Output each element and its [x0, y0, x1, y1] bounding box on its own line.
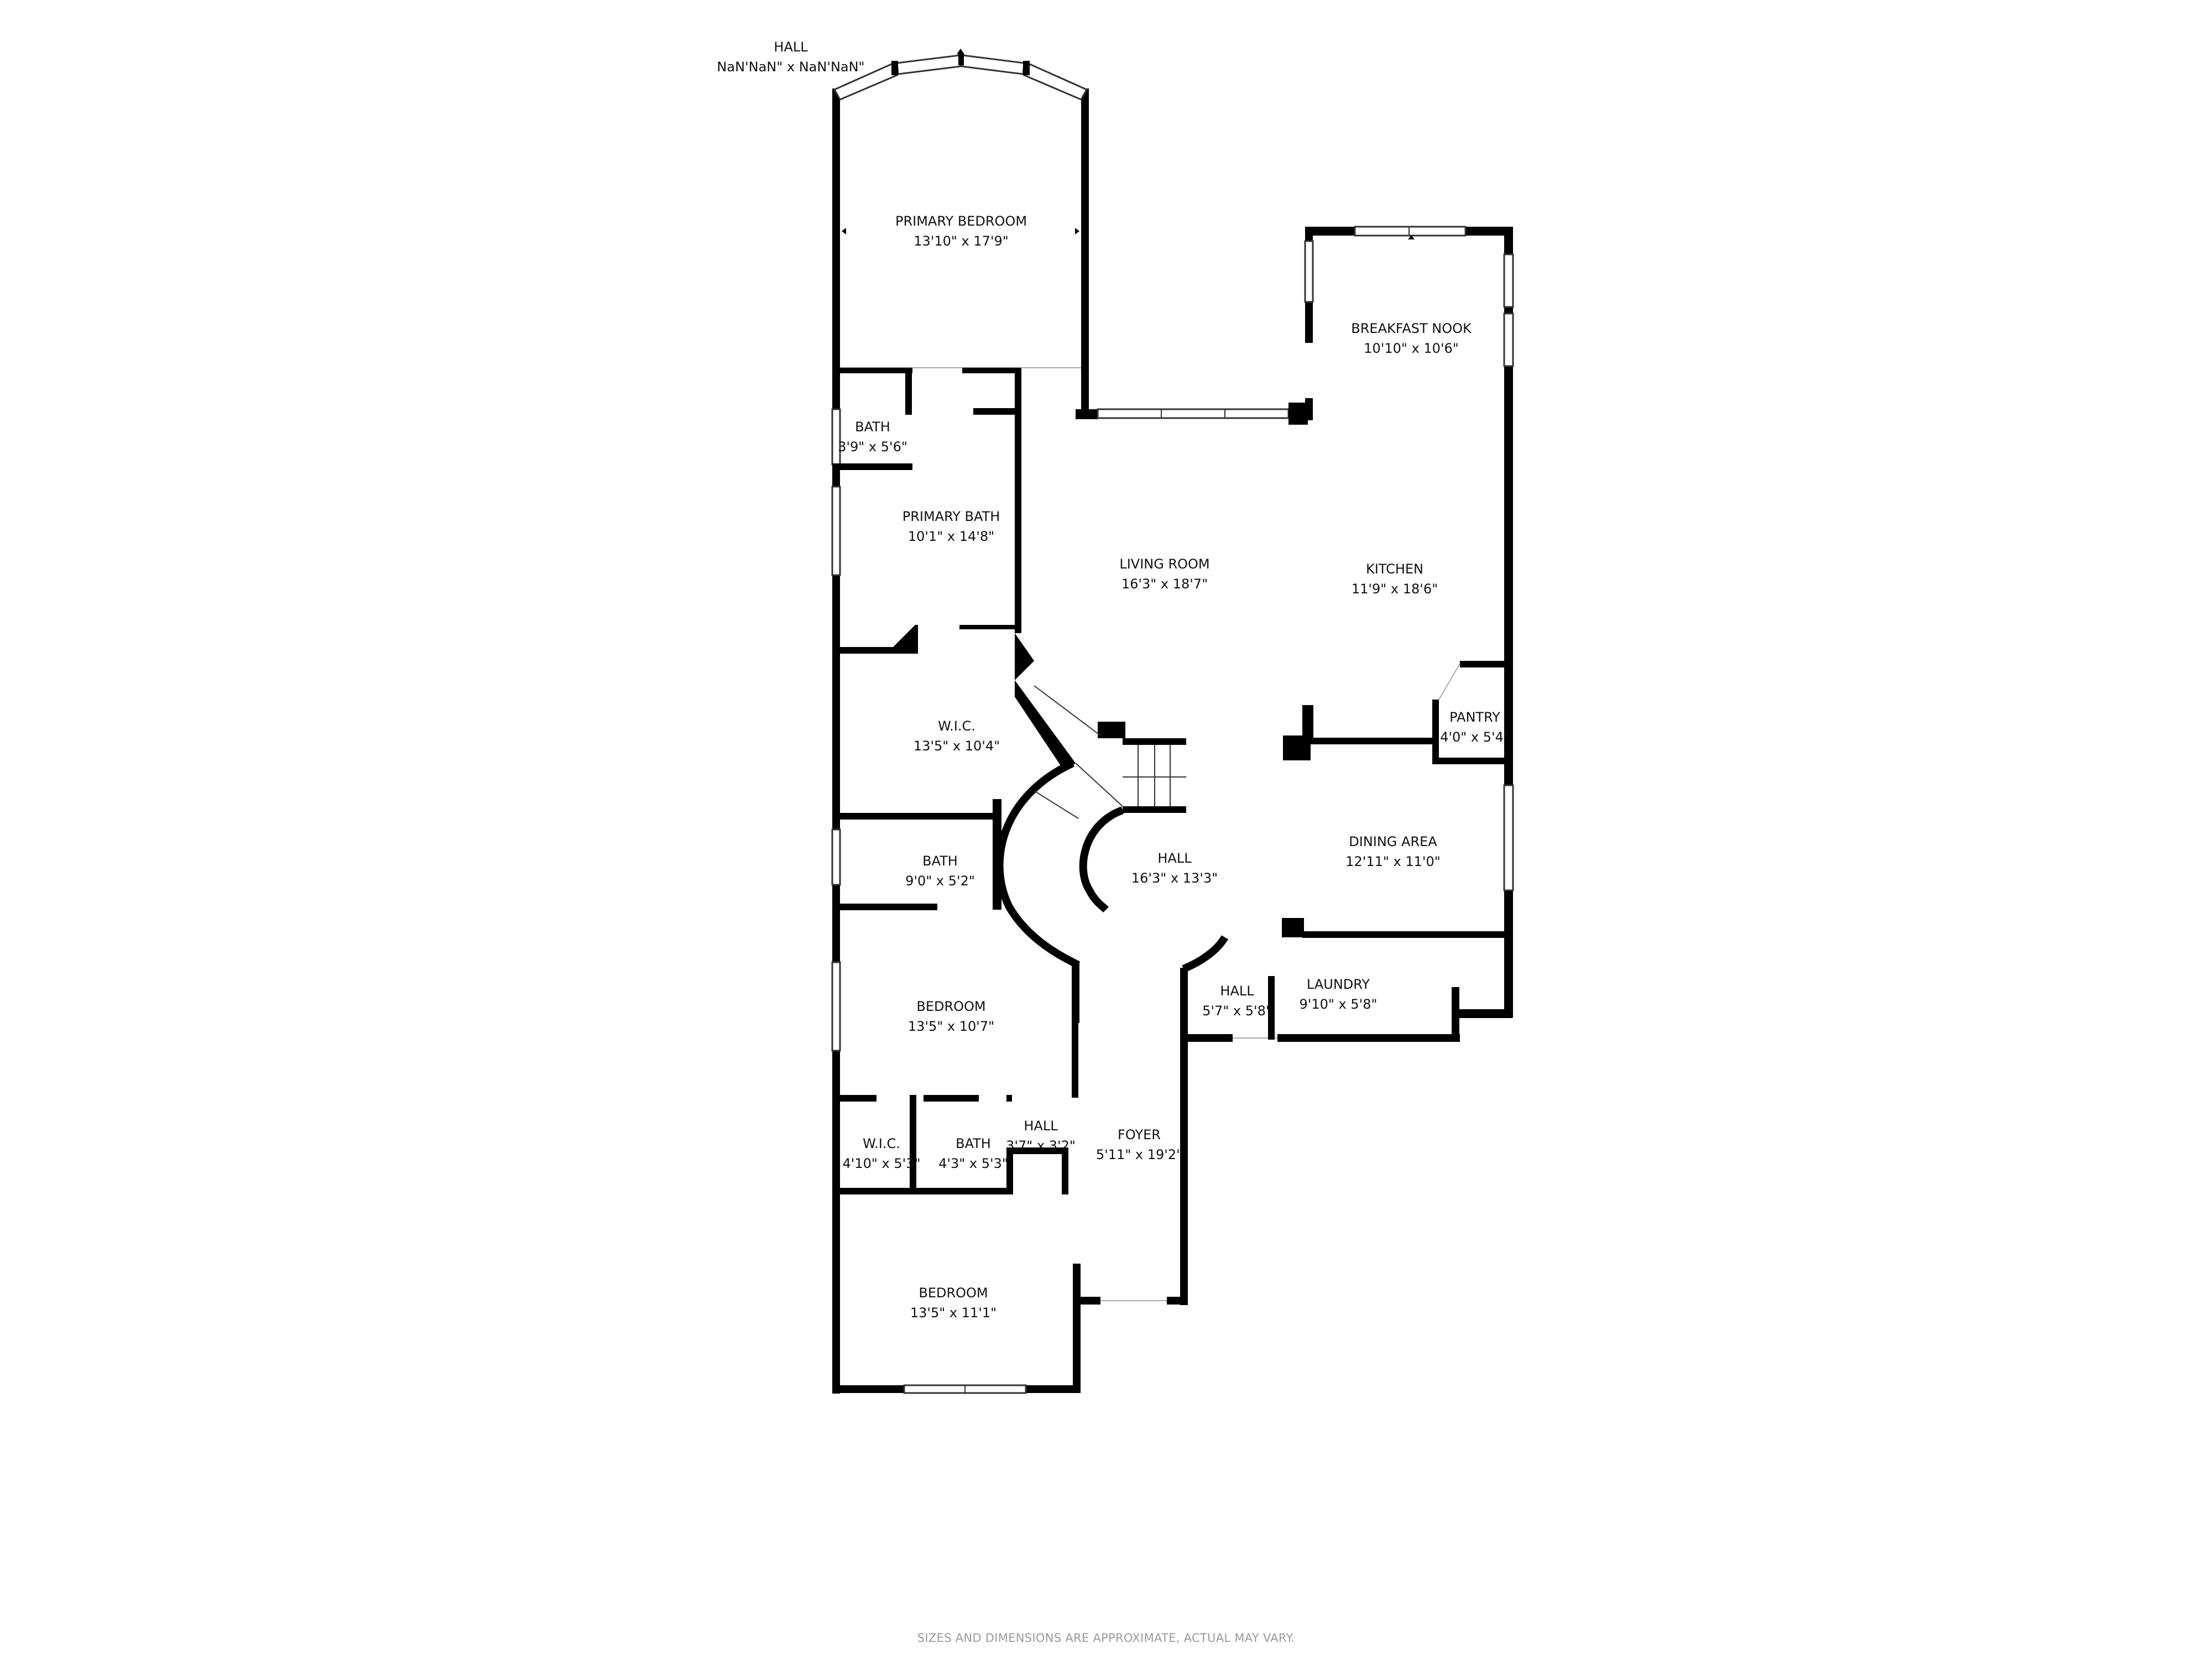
room-dimensions: 13'5" x 10'7" — [907, 1019, 995, 1034]
room-name: W.I.C. — [863, 1136, 900, 1151]
primary-bath-walls — [832, 368, 1021, 654]
room-dimensions: 13'5" x 10'4" — [913, 738, 1000, 754]
room-name: W.I.C. — [938, 718, 975, 734]
room-dimensions: 13'10" x 17'9" — [914, 233, 1009, 249]
room-label-pantry: PANTRY 4'0" x 5'4" — [1440, 707, 1510, 747]
room-name: PRIMARY BATH — [902, 509, 1000, 524]
room-dimensions: 4'0" x 5'4" — [1440, 729, 1510, 745]
room-name: HALL — [774, 39, 808, 55]
kitchen-walls — [1304, 226, 1514, 1018]
room-name: PRIMARY BEDROOM — [895, 213, 1027, 229]
room-name: LIVING ROOM — [1119, 556, 1210, 572]
room-label-breakfast-nook: BREAKFAST NOOK 10'10" x 10'6" — [1351, 319, 1471, 358]
room-dimensions: 4'3" x 5'3" — [938, 1156, 1008, 1171]
room-name: BATH — [855, 419, 890, 435]
room-name: BEDROOM — [919, 1285, 988, 1301]
room-dimensions: 9'10" x 5'8" — [1299, 997, 1378, 1012]
room-label-hall-main: HALL 16'3" x 13'3" — [1131, 848, 1218, 888]
room-label-bedroom-1: BEDROOM 13'5" x 10'7" — [908, 997, 994, 1036]
room-name: LAUNDRY — [1306, 977, 1370, 992]
room-dimensions: 12'11" x 11'0" — [1345, 854, 1441, 869]
pantry-walls — [1283, 661, 1510, 764]
room-dimensions: 13'5" x 11'1" — [910, 1305, 997, 1321]
room-name: KITCHEN — [1365, 561, 1423, 577]
room-dimensions: 4'10" x 5'3" — [842, 1156, 921, 1171]
room-name: BATH — [922, 853, 958, 869]
room-dimensions: 9'0" x 5'2" — [905, 873, 975, 889]
room-name: BEDROOM — [916, 999, 986, 1014]
foyer-walls — [1073, 935, 1229, 1305]
left-outer-wall — [831, 368, 841, 1394]
room-dimensions: 10'10" x 10'6" — [1364, 341, 1459, 356]
room-label-hall-nan: HALL NaN'NaN" x NaN'NaN" — [717, 37, 864, 77]
room-name: HALL — [1024, 1118, 1058, 1134]
room-name: BREAKFAST NOOK — [1351, 321, 1472, 336]
room-dimensions: 11'9" x 18'6" — [1351, 581, 1438, 597]
room-dimensions: 16'3" x 13'3" — [1131, 870, 1218, 886]
room-dimensions: 16'3" x 18'7" — [1121, 576, 1208, 592]
room-dimensions: 3'9" x 5'6" — [838, 439, 907, 455]
bedroom-walls — [832, 799, 1081, 1394]
room-label-hall-tiny: HALL 3'7" x 3'2" — [1006, 1116, 1076, 1156]
room-label-primary-bath: PRIMARY BATH 10'1" x 14'8" — [902, 507, 1000, 546]
laundry-walls — [1180, 918, 1512, 1042]
room-name: PANTRY — [1449, 709, 1500, 725]
room-name: HALL — [1157, 851, 1192, 866]
room-label-foyer: FOYER 5'11" x 19'2" — [1096, 1125, 1182, 1165]
room-label-primary-bedroom: PRIMARY BEDROOM 13'10" x 17'9" — [895, 211, 1027, 251]
room-label-hall-small: HALL 5'7" x 5'8" — [1202, 981, 1272, 1021]
room-dimensions: 3'7" x 3'2" — [1006, 1138, 1076, 1154]
room-dimensions: 5'7" x 5'8" — [1202, 1003, 1272, 1019]
room-label-laundry: LAUNDRY 9'10" x 5'8" — [1299, 974, 1377, 1014]
room-label-living-room: LIVING ROOM 16'3" x 18'7" — [1119, 554, 1209, 594]
dimension-markers — [842, 49, 1415, 239]
room-name: BATH — [956, 1136, 991, 1151]
room-label-dining-area: DINING AREA 12'11" x 11'0" — [1345, 832, 1441, 872]
living-room-top-wall — [1076, 403, 1308, 425]
room-label-bath-1: BATH 3'9" x 5'6" — [838, 417, 907, 457]
room-name: FOYER — [1118, 1127, 1161, 1142]
room-dimensions: 5'11" x 19'2" — [1095, 1147, 1183, 1162]
room-label-kitchen: KITCHEN 11'9" x 18'6" — [1352, 559, 1438, 599]
primary-bedroom-walls — [832, 53, 1089, 415]
staircase — [995, 633, 1186, 969]
room-label-wic-1: W.I.C. 13'5" x 10'4" — [914, 716, 1000, 756]
room-dimensions: 10'1" x 14'8" — [907, 529, 995, 544]
room-dimensions: NaN'NaN" x NaN'NaN" — [717, 59, 865, 75]
room-label-wic-2: W.I.C. 4'10" x 5'3" — [842, 1134, 920, 1173]
disclaimer-text: SIZES AND DIMENSIONS ARE APPROXIMATE, AC… — [917, 1631, 1295, 1645]
room-label-bath-3: BATH 4'3" x 5'3" — [938, 1134, 1008, 1173]
room-name: DINING AREA — [1349, 834, 1437, 849]
room-label-bath-2: BATH 9'0" x 5'2" — [905, 851, 975, 891]
room-name: HALL — [1220, 983, 1254, 999]
room-label-bedroom-2: BEDROOM 13'5" x 11'1" — [910, 1283, 997, 1323]
